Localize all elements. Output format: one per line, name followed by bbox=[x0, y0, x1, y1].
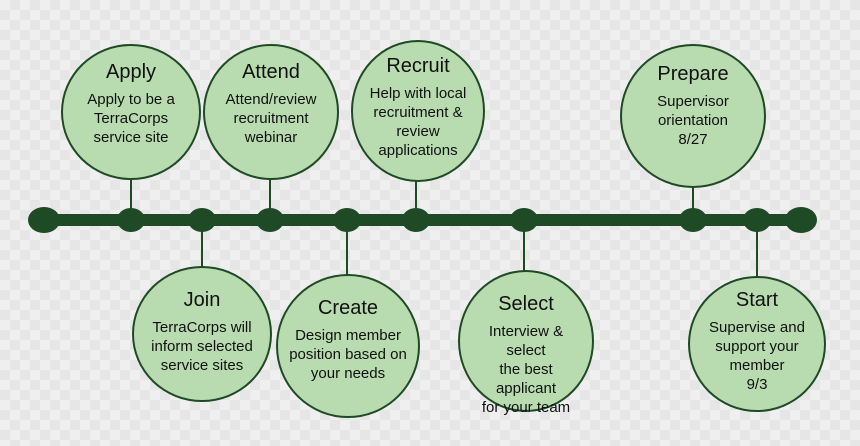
step-description: Apply to be a TerraCorps service site bbox=[87, 91, 175, 146]
timeline-node bbox=[117, 208, 145, 232]
step-recruit: Recruit Help with local recruitment & re… bbox=[351, 40, 485, 182]
timeline-node bbox=[679, 208, 707, 232]
step-apply: Apply Apply to be a TerraCorps service s… bbox=[61, 44, 201, 180]
step-title: Prepare bbox=[657, 63, 729, 85]
step-title: Create bbox=[317, 297, 379, 319]
step-description: Supervisor orientation 8/27 bbox=[657, 93, 729, 148]
step-prepare: Prepare Supervisor orientation 8/27 bbox=[620, 44, 766, 188]
step-title: Apply bbox=[105, 61, 157, 83]
step-description: TerraCorps will inform selected service … bbox=[151, 319, 253, 374]
timeline-node bbox=[188, 208, 216, 232]
step-description: Design member position based on your nee… bbox=[289, 327, 407, 382]
timeline-end-node-right bbox=[785, 207, 817, 233]
step-title: Start bbox=[735, 289, 779, 311]
step-description: Interview & select the best applicant fo… bbox=[481, 323, 571, 416]
timeline-node bbox=[333, 208, 361, 232]
timeline-node bbox=[743, 208, 771, 232]
step-description: Attend/review recruitment webinar bbox=[225, 91, 317, 146]
step-join: Join TerraCorps will inform selected ser… bbox=[132, 266, 272, 402]
step-description: Help with local recruitment & review app… bbox=[369, 85, 467, 159]
step-title: Join bbox=[183, 289, 221, 311]
step-start: Start Supervise and support your member … bbox=[688, 276, 826, 412]
timeline-node bbox=[256, 208, 284, 232]
timeline-node bbox=[510, 208, 538, 232]
step-description: Supervise and support your member 9/3 bbox=[709, 319, 805, 393]
step-title: Select bbox=[498, 293, 554, 315]
step-select: Select Interview & select the best appli… bbox=[458, 270, 594, 416]
timeline-end-node-left bbox=[28, 207, 60, 233]
step-attend: Attend Attend/review recruitment webinar bbox=[203, 44, 339, 180]
step-create: Create Design member position based on y… bbox=[276, 274, 420, 418]
step-title: Recruit bbox=[386, 55, 450, 77]
timeline-node bbox=[402, 208, 430, 232]
step-title: Attend bbox=[242, 61, 300, 83]
